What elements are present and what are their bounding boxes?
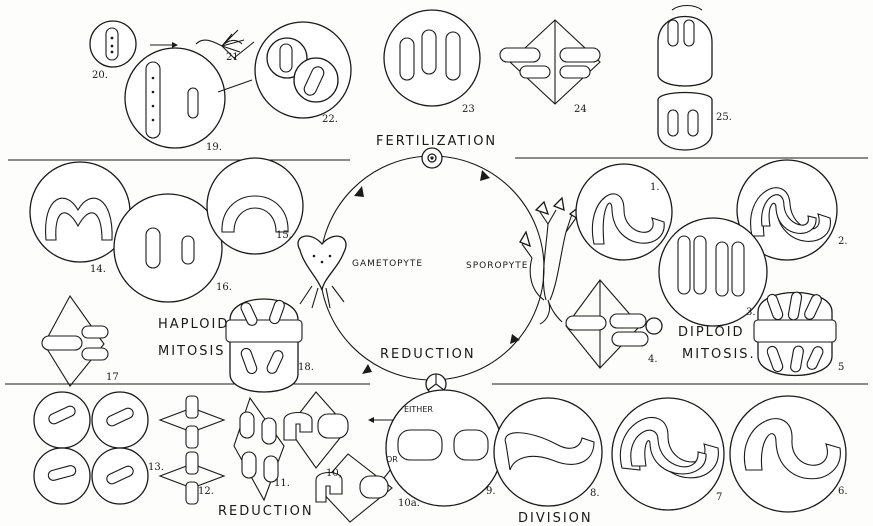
figure-number-15: 15. [276, 230, 292, 241]
figure-number-23: 23 [462, 104, 475, 115]
figure-22 [255, 22, 351, 118]
figure-number-14: 14. [90, 264, 106, 275]
figure-8 [494, 398, 602, 506]
figure-number-3: 3. [746, 307, 756, 318]
label-division: DIVISION [518, 511, 593, 526]
figure-number-21: 21 [226, 52, 239, 63]
label-haploid: HAPLOID [158, 317, 229, 332]
figure-10a [316, 454, 392, 522]
figure-number-17: 17 [106, 372, 119, 383]
figure-24 [500, 20, 600, 104]
figure-number-10a: 10a. [398, 498, 420, 509]
figure-number-24: 24 [574, 104, 587, 115]
label-fertilization: FERTILIZATION [376, 134, 497, 149]
figure-23 [384, 10, 480, 106]
figure-number-5: 5 [838, 362, 844, 373]
figure-number-1: 1. [650, 182, 660, 193]
figure-17 [42, 296, 108, 386]
label-diploid-mitosis: MITOSIS. [682, 347, 756, 362]
figure-number-11: 11. [274, 478, 290, 489]
figure-1 [576, 164, 672, 260]
figure-number-25: 25. [716, 112, 732, 123]
figure-12 [160, 396, 224, 504]
label-sporopyte: SPOROPYTE [466, 261, 528, 271]
figure-number-2: 2. [838, 236, 848, 247]
figure-number-12: 12. [198, 486, 214, 497]
figure-25 [658, 6, 712, 151]
zygote-top [422, 148, 442, 168]
arrow-either-head [368, 417, 374, 423]
figure-number-13: 13. [148, 462, 164, 473]
cycle-arrow-left [354, 186, 364, 197]
figure-13 [34, 392, 148, 504]
arrow-20-21-head [172, 42, 178, 48]
figure-19 [125, 48, 225, 148]
figure-number-20: 20. [92, 70, 108, 81]
gametophyte-drawing [298, 236, 346, 308]
sporophyte-drawing [520, 198, 580, 324]
figure-number-16: 16. [216, 282, 232, 293]
figure-number-18: 18. [298, 362, 314, 373]
figure-number-8: 8. [590, 488, 600, 499]
label-reduction-bottom: REDUCTION [218, 504, 314, 519]
label-reduction-cycle: REDUCTION [380, 347, 476, 362]
label-or: OR [386, 455, 398, 464]
figure-number-9: 9. [486, 486, 496, 497]
figure-5 [754, 291, 836, 375]
cycle-arrow-bottom [362, 364, 372, 374]
label-haploid-mitosis: MITOSIS [158, 344, 226, 359]
label-either: EITHER [404, 405, 433, 414]
figure-10-1 [284, 392, 348, 468]
figure-number-10-1: 10, [326, 468, 342, 479]
figure-16 [114, 194, 222, 302]
figure-6 [730, 396, 846, 512]
figure-7 [612, 398, 724, 510]
figure-number-7: 7 [716, 492, 722, 503]
figure-20 [90, 21, 136, 67]
figure-18 [226, 299, 302, 392]
figure-number-4: 4. [648, 354, 658, 365]
figure-number-22: 22. [322, 114, 338, 125]
label-diploid: DIPLOID [678, 325, 745, 340]
figure-number-6: 6. [838, 486, 848, 497]
label-gametopyte: GAMETOPYTE [352, 259, 423, 269]
figure-number-19: 19. [206, 142, 222, 153]
